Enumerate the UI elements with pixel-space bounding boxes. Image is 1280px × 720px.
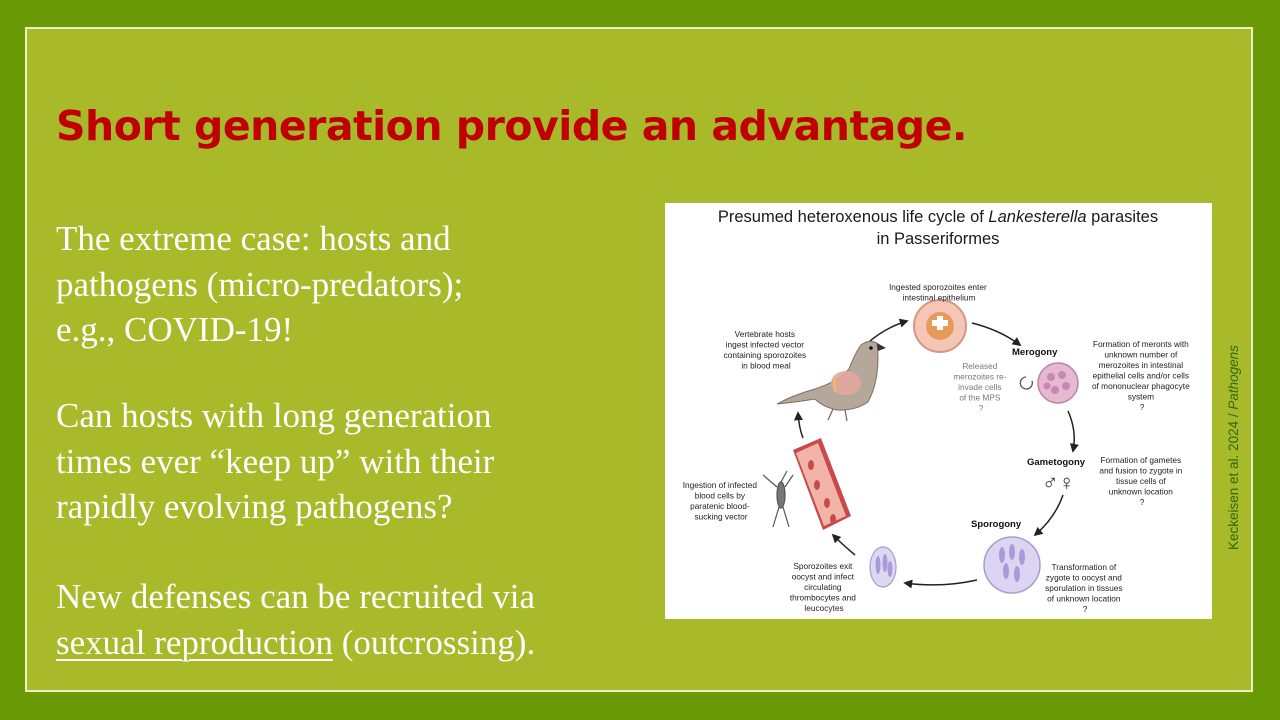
bird-host-illustration bbox=[776, 340, 886, 422]
paragraph-question: Can hosts with long generation times eve… bbox=[56, 393, 494, 530]
paragraph-extreme-case: The extreme case: hosts and pathogens (m… bbox=[56, 216, 463, 353]
reinvade-arrow-icon bbox=[1019, 376, 1033, 390]
note-ingested-sporozoites: Ingested sporozoites enter intestinal ep… bbox=[889, 282, 989, 303]
intestinal-epithelium-illustration bbox=[913, 299, 967, 353]
note-gametogony: Formation of gametes and fusion to zygot… bbox=[1099, 455, 1184, 507]
paragraph-line: sexual reproduction (outcrossing). bbox=[56, 620, 535, 666]
blood-vessel-illustration bbox=[793, 438, 851, 530]
stage-label-sporogony: Sporogony bbox=[971, 519, 1022, 530]
sporogony-oocyst-illustration bbox=[983, 536, 1041, 594]
slide-title: Short generation provide an advantage. bbox=[56, 102, 967, 150]
paragraph-new-defenses: New defenses can be recruited via sexual… bbox=[56, 574, 535, 665]
male-female-symbols: ♂♀ bbox=[1042, 470, 1075, 495]
arrow-to-epithelium bbox=[869, 318, 909, 342]
sexual-reproduction-term: sexual reproduction bbox=[56, 622, 333, 662]
note-vertebrate-hosts: Vertebrate hosts ingest infected vector … bbox=[724, 329, 809, 371]
paragraph-text: (outcrossing). bbox=[333, 622, 536, 662]
paragraph-line: rapidly evolving pathogens? bbox=[56, 487, 453, 526]
figure-credit: Keckeisen et al. 2024 / Pathogens bbox=[1222, 302, 1246, 552]
paragraph-line: New defenses can be recruited via bbox=[56, 577, 536, 616]
paragraph-line: times ever “keep up” with their bbox=[56, 441, 495, 481]
note-sporozoites-exit: Sporozoites exit oocyst and infect circu… bbox=[790, 561, 858, 613]
arrow-to-bird bbox=[793, 411, 804, 439]
arrow-to-sporozoites bbox=[903, 579, 978, 589]
paragraph-line: e.g., COVID-19! bbox=[56, 310, 294, 349]
life-cycle-figure: Presumed heteroxenous life cycle of Lank… bbox=[665, 203, 1212, 619]
figure-title-line2: in Passeriformes bbox=[877, 230, 1000, 248]
arrow-to-vector bbox=[831, 533, 856, 556]
figure-credit-text: Keckeisen et al. 2024 / Pathogens bbox=[1226, 345, 1241, 550]
stage-label-gametogony: Gametogony bbox=[1027, 457, 1086, 468]
merogony-cell-illustration bbox=[1037, 362, 1079, 404]
mosquito-vector-illustration bbox=[762, 470, 794, 528]
infected-blood-cells-illustration bbox=[869, 546, 897, 588]
note-merogony: Formation of meronts with unknown number… bbox=[1092, 339, 1192, 412]
figure-title: Presumed heteroxenous life cycle of Lank… bbox=[718, 208, 1158, 226]
arrow-to-gametogony bbox=[1067, 410, 1079, 453]
paragraph-line: Can hosts with long generation bbox=[56, 396, 492, 435]
stage-label-merogony: Merogony bbox=[1012, 347, 1058, 358]
cycle-arrows bbox=[793, 318, 1079, 589]
note-ingestion-by-vector: Ingestion of infected blood cells by par… bbox=[683, 480, 760, 522]
arrow-to-sporogony bbox=[1033, 494, 1064, 537]
paragraph-line: pathogens (micro-predators); bbox=[56, 264, 464, 304]
paragraph-line: The extreme case: hosts and bbox=[56, 219, 451, 258]
note-sporogony: Transformation of zygote to oocyst and s… bbox=[1045, 562, 1125, 614]
arrow-to-merogony bbox=[971, 322, 1022, 347]
note-released-merozoites: Released merozoites re- invade cells of … bbox=[953, 361, 1008, 413]
